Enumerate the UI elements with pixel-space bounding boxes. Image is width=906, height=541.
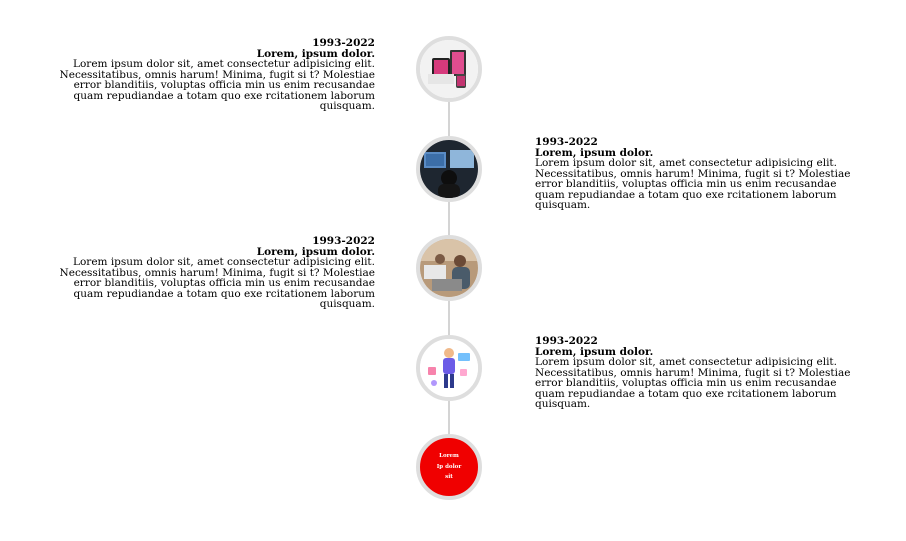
entry-year: 1993-2022 <box>535 136 598 148</box>
entry-subtitle: Lorem, ipsum dolor. <box>535 345 654 358</box>
end-node-line-2: Ip dolor <box>436 463 462 470</box>
timeline-entry-3: 1993-2022 Lorem, ipsum dolor. Lorem ipsu… <box>45 236 375 310</box>
entry-text: Lorem ipsum dolor sit, amet consectetur … <box>535 356 851 410</box>
timeline-node-image-devices <box>416 36 482 102</box>
entry-year: 1993-2022 <box>535 335 598 347</box>
timeline-entry-2: 1993-2022 Lorem, ipsum dolor. Lorem ipsu… <box>535 137 865 211</box>
team-meeting-image <box>420 239 478 297</box>
end-node-line-1: Lorem <box>439 453 459 460</box>
timeline-entry-4: 1993-2022 Lorem, ipsum dolor. Lorem ipsu… <box>535 336 865 410</box>
devices-mockup-image <box>420 40 478 98</box>
designer-illustration-image <box>420 339 478 397</box>
entry-subtitle: Lorem, ipsum dolor. <box>535 146 654 159</box>
timeline-node-image-monitors <box>416 136 482 202</box>
timeline-node-image-meeting <box>416 235 482 301</box>
timeline-end-node: Lorem Ip dolor sit <box>416 434 482 500</box>
entry-year: 1993-2022 <box>312 235 375 247</box>
entry-text: Lorem ipsum dolor sit, amet consectetur … <box>59 256 375 310</box>
entry-text: Lorem ipsum dolor sit, amet consectetur … <box>535 157 851 211</box>
timeline-entry-1: 1993-2022 Lorem, ipsum dolor. Lorem ipsu… <box>45 38 375 112</box>
end-node-line-3: sit <box>445 474 453 481</box>
entry-year: 1993-2022 <box>312 37 375 49</box>
entry-text: Lorem ipsum dolor sit, amet consectetur … <box>59 58 375 112</box>
timeline-node-image-designer <box>416 335 482 401</box>
entry-subtitle: Lorem, ipsum dolor. <box>256 47 375 60</box>
person-at-monitors-image <box>420 140 478 198</box>
entry-subtitle: Lorem, ipsum dolor. <box>256 245 375 258</box>
